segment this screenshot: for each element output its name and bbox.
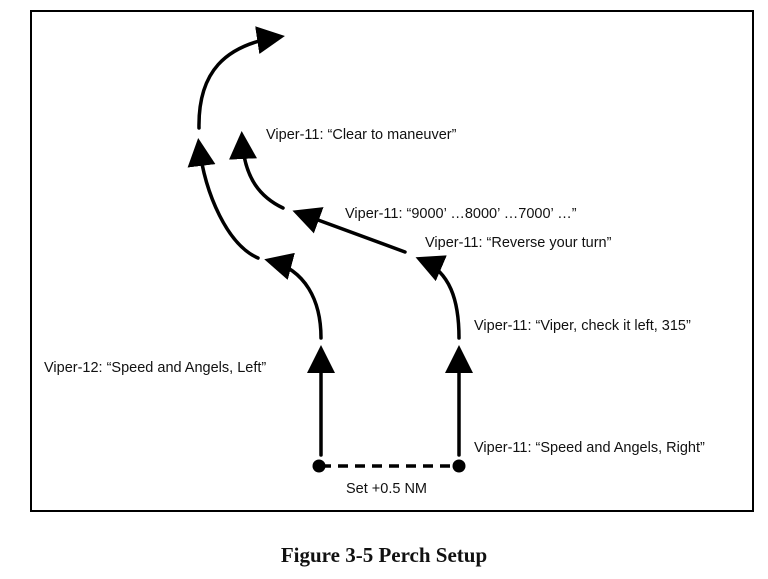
viper-11-climb-turn bbox=[229, 131, 285, 210]
figure-caption: Figure 3-5 Perch Setup bbox=[280, 543, 488, 567]
diagram-frame bbox=[30, 10, 754, 512]
viper-11-reverse-leg bbox=[292, 207, 407, 254]
viper-12-turn-segment-2 bbox=[187, 138, 260, 260]
label-reverse-turn: Viper-11: “Reverse your turn” bbox=[425, 235, 612, 251]
viper-11-check-turn bbox=[415, 255, 461, 340]
label-speed-angels-left: Viper-12: “Speed and Angels, Left” bbox=[44, 360, 267, 376]
label-altitude-calls: Viper-11: “9000’ …8000’ …7000’ …” bbox=[345, 206, 577, 222]
viper-11-start-point bbox=[452, 459, 466, 473]
viper-12-final-segment bbox=[197, 26, 285, 130]
label-separation: Set +0.5 NM bbox=[346, 481, 427, 497]
label-clear-to-maneuver: Viper-11: “Clear to maneuver” bbox=[266, 127, 457, 143]
viper-12-turn-segment-1 bbox=[264, 252, 323, 340]
label-check-left: Viper-11: “Viper, check it left, 315” bbox=[474, 318, 691, 334]
viper-12-start-point bbox=[312, 459, 326, 473]
label-speed-angels-right: Viper-11: “Speed and Angels, Right” bbox=[474, 440, 705, 456]
